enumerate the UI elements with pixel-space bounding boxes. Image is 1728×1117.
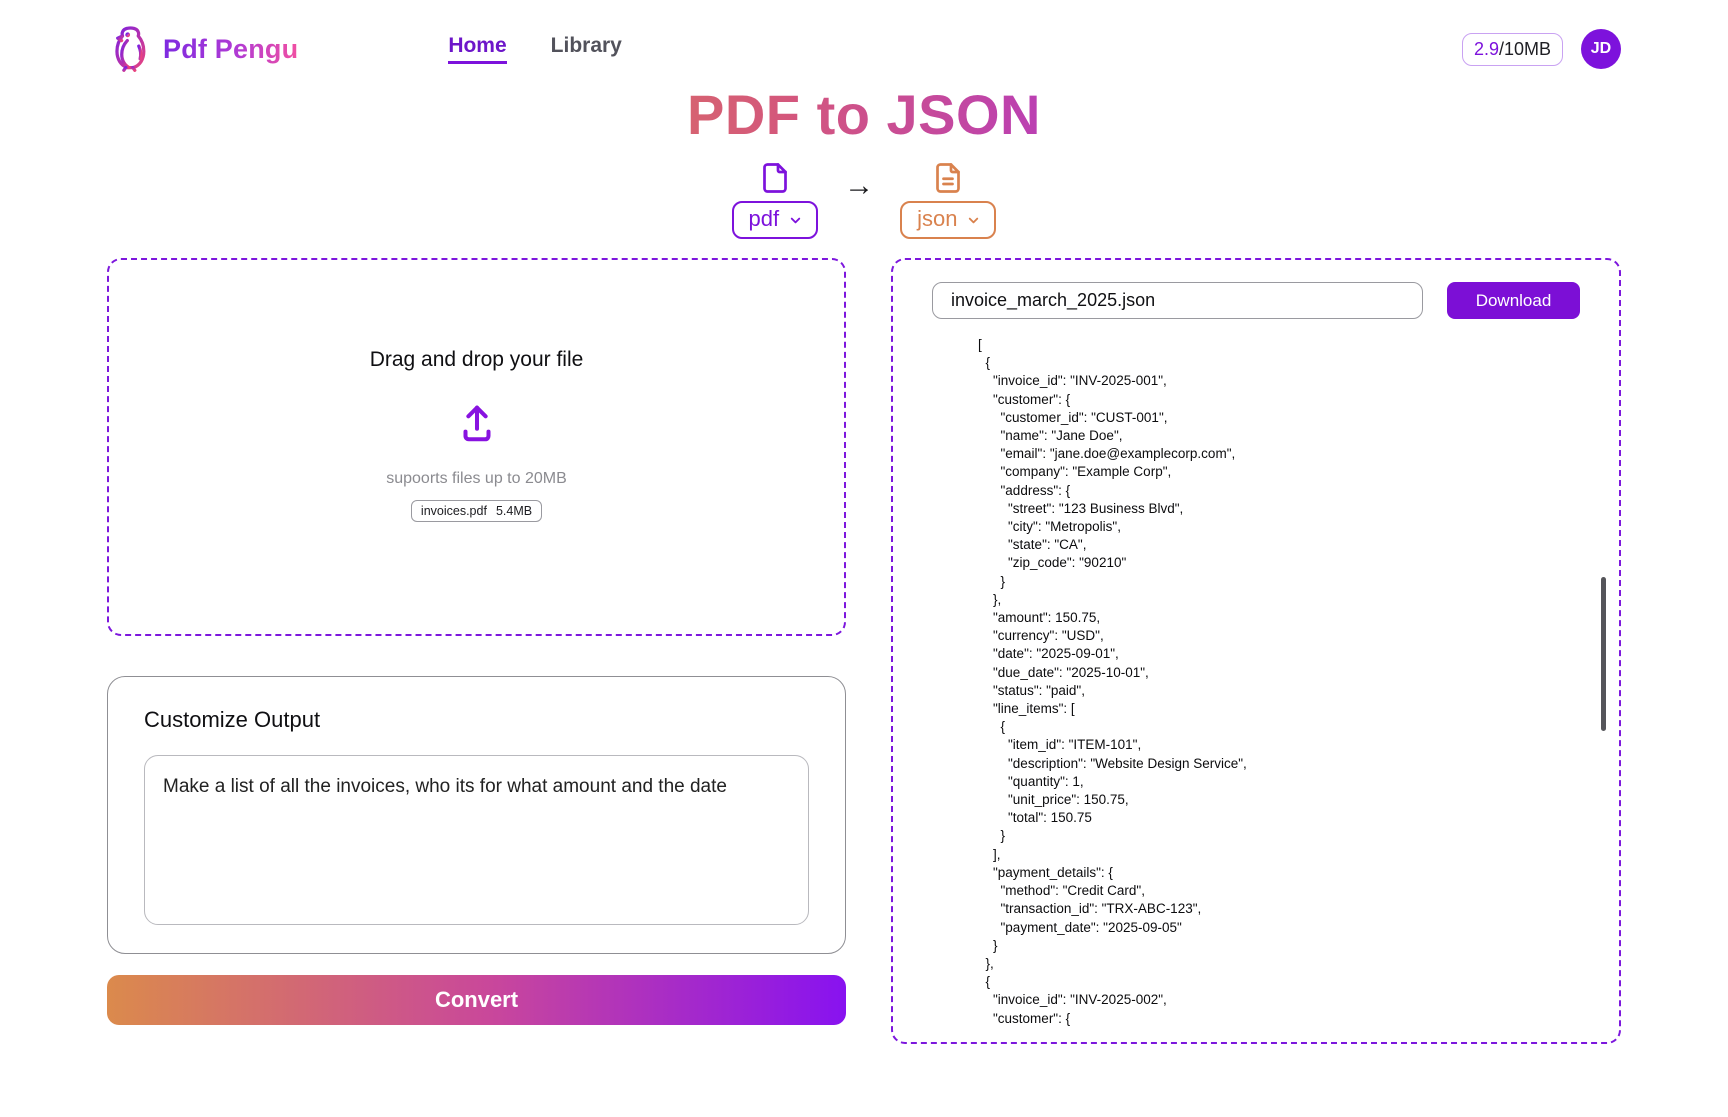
storage-usage-badge: 2.9/10MB: [1461, 32, 1563, 66]
customize-output-heading: Customize Output: [144, 707, 321, 732]
penguin-logo-icon: [115, 26, 146, 72]
storage-quota-value: /10MB: [1498, 38, 1551, 59]
convert-button[interactable]: Convert: [107, 975, 846, 1025]
source-format-dropdown[interactable]: pdf: [731, 201, 819, 239]
download-button[interactable]: Download: [1447, 282, 1580, 319]
chevron-down-icon: [969, 217, 979, 224]
format-selector-row: pdf → json: [107, 159, 1621, 239]
output-scrollbar-thumb[interactable]: [1601, 577, 1606, 731]
dropzone-title: Drag and drop your file: [369, 348, 584, 371]
conversion-output-panel: Download [ { "invoice_id": "INV-2025-001…: [891, 258, 1621, 1044]
nav-home-link[interactable]: Home: [448, 34, 507, 64]
uploaded-file-size: 5.4MB: [495, 504, 533, 518]
app-logo[interactable]: Pdf Pengu: [107, 24, 298, 74]
json-file-text-icon: [936, 163, 961, 193]
pdf-file-icon: [762, 163, 787, 193]
customize-prompt-input[interactable]: Make a list of all the invoices, who its…: [144, 755, 809, 925]
json-output-view: [ { "invoice_id": "INV-2025-001", "custo…: [978, 337, 1247, 1026]
conversion-arrow-icon: →: [844, 169, 875, 202]
target-format-dropdown[interactable]: json: [900, 201, 997, 239]
output-filename-input[interactable]: [932, 282, 1423, 319]
brand-name: Pdf Pengu: [163, 33, 299, 64]
app-header: Pdf Pengu Home Library 2.9/10MB JD: [107, 0, 1621, 74]
file-dropzone[interactable]: Drag and drop your file supoorts files u…: [107, 258, 846, 636]
upload-icon: [462, 405, 491, 442]
target-format-value: json: [917, 206, 958, 231]
main-nav: Home Library: [448, 34, 622, 64]
uploaded-file-name: invoices.pdf: [420, 504, 487, 518]
chevron-down-icon: [790, 217, 801, 224]
page-title: PDF to JSON: [107, 82, 1621, 147]
source-format-value: pdf: [748, 206, 780, 231]
dropzone-subtitle: supoorts files up to 20MB: [386, 470, 567, 487]
user-avatar[interactable]: JD: [1581, 29, 1621, 69]
customize-output-card: Customize Output Make a list of all the …: [107, 676, 846, 954]
nav-library-link[interactable]: Library: [550, 34, 622, 57]
storage-used-value: 2.9: [1473, 38, 1499, 59]
uploaded-file-chip: invoices.pdf 5.4MB: [410, 500, 543, 522]
